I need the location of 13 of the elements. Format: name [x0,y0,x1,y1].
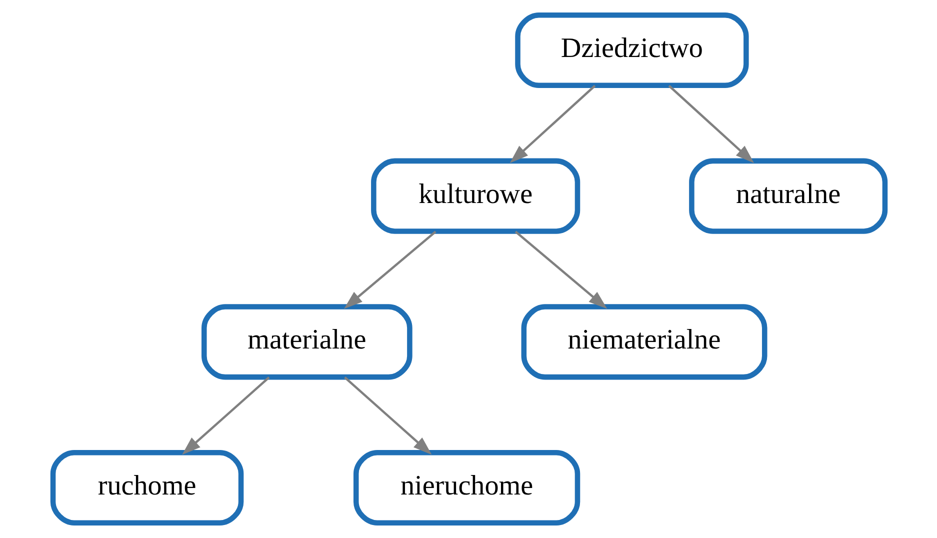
arrow [344,376,432,455]
node-box: niematerialne [520,304,767,380]
node-box: materialne [201,304,412,380]
node-box: ruchome [50,450,244,526]
arrow [343,230,436,309]
node-box: kulturowe [370,158,580,234]
node-box: nieruchome [352,450,580,526]
arrow [509,84,596,164]
node-box: Dziedzictwo [514,12,748,88]
arrow [182,376,270,455]
arrow [514,230,607,309]
node-box: naturalne [688,158,888,234]
arrow [668,84,754,164]
